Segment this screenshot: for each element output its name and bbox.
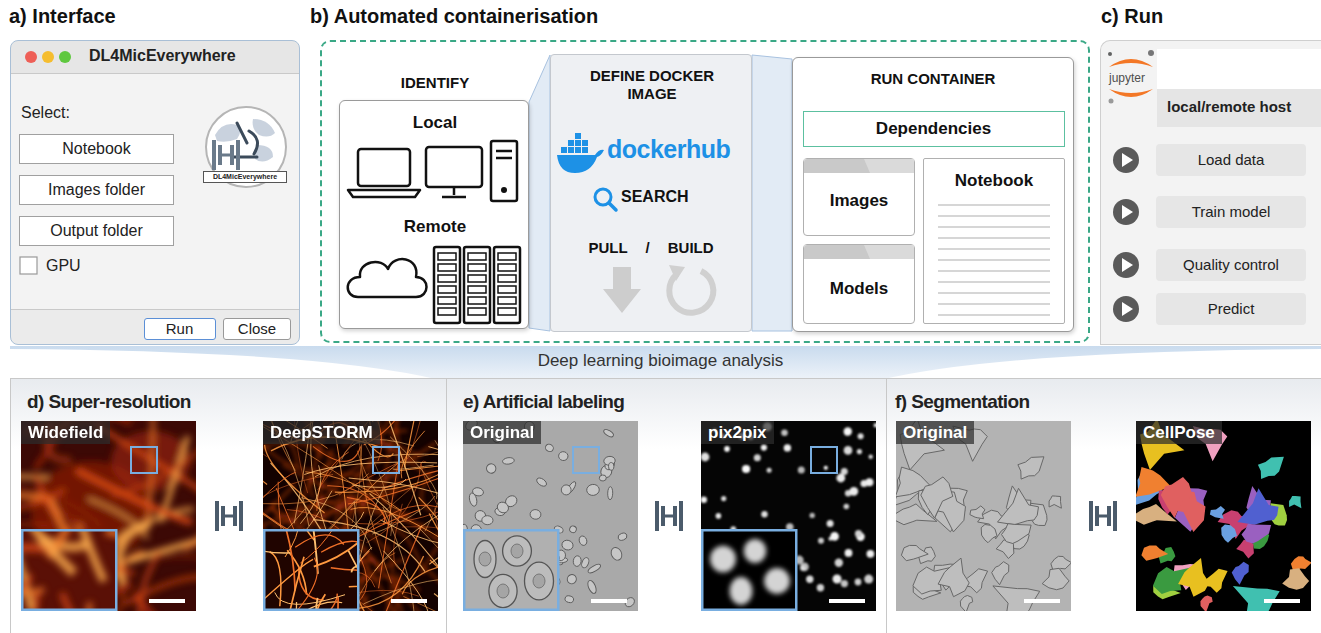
prompt-text: Select: bbox=[21, 104, 141, 122]
panel-heading: f) Segmentation bbox=[895, 391, 1195, 413]
gpu-checkbox: GPU bbox=[19, 255, 109, 277]
jupyter-logo-text: jupyter bbox=[1109, 71, 1155, 85]
example-panel: d) Super-resolutionWidefield DeepSTORM bbox=[10, 378, 446, 633]
dependencies-box: Dependencies bbox=[803, 111, 1065, 147]
box-label: Images bbox=[804, 191, 914, 211]
illustration bbox=[896, 421, 1071, 611]
cell-label: Train model bbox=[1156, 196, 1306, 228]
button-label: Notebook bbox=[20, 135, 173, 163]
image-tag: Widefield bbox=[21, 421, 110, 444]
microscopy-image: DeepSTORM bbox=[263, 421, 438, 611]
folder-box: Models bbox=[803, 244, 915, 324]
button-label: Run bbox=[145, 319, 214, 338]
group-label: Local bbox=[340, 113, 530, 133]
band-label: Deep learning bioimage analysis bbox=[0, 351, 1321, 371]
run-button: Run bbox=[144, 318, 216, 340]
example-panel: f) SegmentationOriginal CellPose bbox=[886, 378, 1321, 633]
action-label: PULL / BUILD bbox=[561, 239, 741, 256]
button-label: Images folder bbox=[20, 176, 173, 204]
panel-heading: e) Artificial labeling bbox=[463, 391, 763, 413]
cell-label: Predict bbox=[1156, 293, 1306, 325]
window-title: DL4MicEverywhere bbox=[89, 47, 269, 65]
button-label: Close bbox=[224, 319, 290, 339]
illustration bbox=[463, 421, 638, 611]
notebook-cell: Train model bbox=[1156, 196, 1306, 228]
panel-heading: d) Super-resolution bbox=[27, 391, 327, 413]
example-panel: e) Artificial labelingOriginal pix2pix bbox=[446, 378, 886, 633]
step-heading: IDENTIFY bbox=[340, 74, 530, 91]
step-heading: DEFINE DOCKER IMAGE bbox=[572, 67, 732, 103]
select-button: Images folder bbox=[19, 175, 174, 205]
microscopy-image: Original bbox=[896, 421, 1071, 611]
button-label: Output folder bbox=[20, 217, 173, 245]
illustration bbox=[1136, 421, 1311, 611]
box-label: Notebook bbox=[924, 171, 1064, 191]
illustration bbox=[21, 421, 196, 611]
notebook-cell: Predict bbox=[1156, 293, 1306, 325]
analysis-band: Deep learning bioimage analysis bbox=[0, 343, 1321, 380]
box-label: Models bbox=[804, 279, 914, 299]
host-label: local/remote host bbox=[1167, 98, 1319, 115]
identify-panel: IDENTIFYLocalRemote bbox=[339, 100, 529, 329]
close-button: Close bbox=[223, 318, 291, 340]
image-tag: pix2pix bbox=[701, 421, 774, 444]
image-tag: Original bbox=[896, 421, 974, 444]
app-window: a) InterfaceDL4MicEverywhereSelect:Noteb… bbox=[10, 40, 300, 345]
cell-label: Load data bbox=[1156, 144, 1306, 176]
containerisation-region: b) Automated containerisationIDENTIFYLoc… bbox=[320, 40, 1090, 343]
panel-heading: c) Run bbox=[1101, 5, 1301, 28]
docker-logo-text: dockerhub bbox=[607, 135, 752, 164]
action-label: SEARCH bbox=[621, 188, 731, 206]
step-heading: RUN CONTAINER bbox=[793, 70, 1073, 87]
jupyter-panel: c) Runjupyterlocal/remote hostLoad dataT… bbox=[1100, 40, 1321, 345]
microscopy-image: Widefield bbox=[21, 421, 196, 611]
microscopy-image: pix2pix bbox=[701, 421, 876, 611]
image-tag: Original bbox=[463, 421, 541, 444]
illustration bbox=[701, 421, 876, 611]
image-tag: DeepSTORM bbox=[263, 421, 380, 444]
folder-box: Images bbox=[803, 158, 915, 236]
box-label: Dependencies bbox=[804, 112, 1063, 145]
panel-heading: b) Automated containerisation bbox=[310, 5, 730, 28]
group-label: Remote bbox=[340, 217, 530, 237]
logo-text: DL4MicEverywhere bbox=[203, 171, 287, 183]
microscopy-image: CellPose bbox=[1136, 421, 1311, 611]
run-container-panel: RUN CONTAINER DependenciesImagesModels Not… bbox=[792, 57, 1074, 332]
docker-panel: DEFINE DOCKER IMAGE dockerhubSEARCH PULL /… bbox=[550, 54, 752, 332]
notebook-cell: Quality control bbox=[1156, 249, 1306, 281]
select-button: Output folder bbox=[19, 216, 174, 246]
select-button: Notebook bbox=[19, 134, 174, 164]
illustration bbox=[340, 101, 530, 330]
image-tag: CellPose bbox=[1136, 421, 1222, 444]
illustration bbox=[263, 421, 438, 611]
notebook-cell: Load data bbox=[1156, 144, 1306, 176]
notebook-box: Notebook bbox=[923, 158, 1065, 324]
cell-label: Quality control bbox=[1156, 249, 1306, 281]
checkbox-label: GPU bbox=[46, 255, 106, 277]
panel-heading: a) Interface bbox=[9, 5, 269, 28]
microscopy-image: Original bbox=[463, 421, 638, 611]
